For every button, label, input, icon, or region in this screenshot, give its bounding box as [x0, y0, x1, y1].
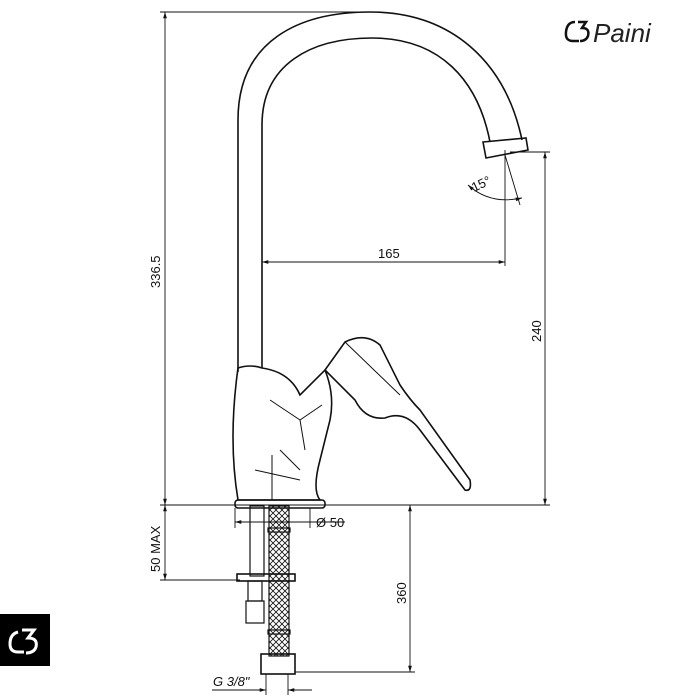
spout-reach-label: 165 — [378, 246, 400, 261]
thread-label: G 3/8" — [213, 674, 251, 689]
faucet-body — [232, 336, 472, 509]
base-diameter-label: Ø 50 — [316, 515, 344, 530]
paini-logo: Paini — [564, 18, 652, 48]
svg-text:Paini: Paini — [593, 18, 652, 48]
brand-icon — [0, 614, 50, 666]
dimension-lines — [160, 11, 550, 695]
spout — [237, 11, 529, 372]
spout-height-label: 240 — [529, 320, 544, 342]
hose-length-label: 360 — [394, 582, 409, 604]
total-height-label: 336.5 — [148, 255, 163, 288]
spout-angle-label: 15° — [469, 173, 493, 195]
hoses-and-fixing — [236, 505, 296, 675]
deck-thickness-label: 50 MAX — [148, 525, 163, 572]
